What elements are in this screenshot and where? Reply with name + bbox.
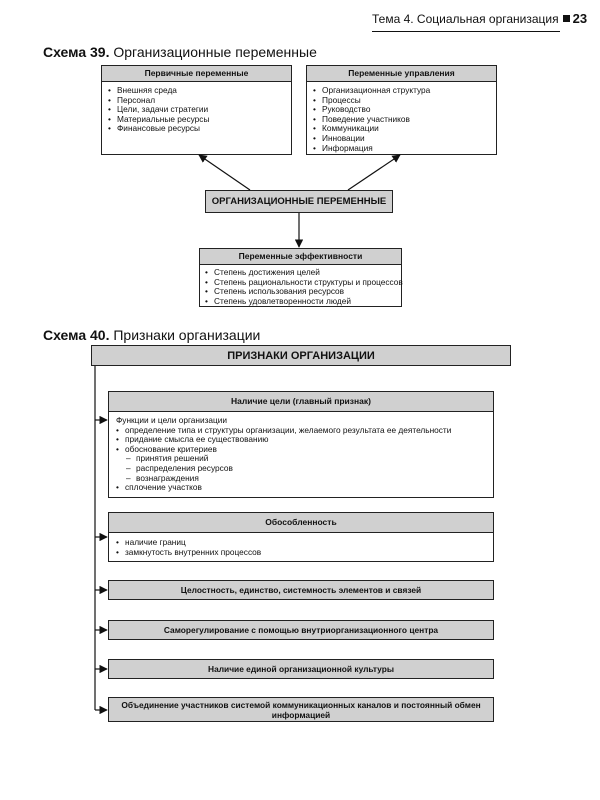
dash-bullet-icon: – (126, 462, 131, 473)
goal-box: Наличие цели (главный признак) Функции и… (108, 391, 494, 498)
list-item: •наличие границ (116, 537, 186, 547)
bullet-icon: • (313, 113, 316, 124)
scheme-39-title: Схема 39. Организационные переменные (43, 44, 317, 60)
bullet-icon: • (313, 132, 316, 143)
page-number: 23 (572, 11, 588, 26)
efficiency-variables-list: •Степень достижения целей•Степень рацион… (200, 265, 403, 306)
bullet-icon: • (116, 443, 119, 454)
communication-bar: Объединение участников системой коммуник… (108, 697, 494, 722)
bullet-icon: • (108, 104, 111, 115)
dash-bullet-icon: – (126, 472, 131, 483)
scheme-40-label: Схема 40. (43, 327, 110, 343)
bullet-icon: • (313, 85, 316, 95)
efficiency-variables-box: Переменные эффективности •Степень достиж… (199, 248, 403, 307)
bullet-icon: • (116, 546, 119, 557)
goal-intro: Функции и цели организации (116, 415, 228, 425)
isolation-box-title: Обособленность (109, 513, 493, 533)
list-item: •придание смысла ее существованию (116, 434, 269, 445)
list-item: •Цели, задачи стратегии (108, 104, 209, 115)
bullet-icon: • (108, 113, 111, 124)
primary-variables-box: Первичные переменные •Внешняя среда•Перс… (101, 65, 292, 155)
list-item: –вознаграждения (126, 472, 199, 483)
list-item: •Процессы (313, 94, 361, 105)
org-variables-center: ОРГАНИЗАЦИОННЫЕ ПЕРЕМЕННЫЕ (205, 190, 393, 213)
list-item: •Внешняя среда (108, 85, 177, 95)
list-item: •Персонал (108, 94, 156, 105)
culture-bar: Наличие единой организационной культуры (108, 659, 494, 679)
list-item: •Степень использования ресурсов (205, 286, 345, 297)
list-item: •Финансовые ресурсы (108, 123, 201, 134)
isolation-box: Обособленность •наличие границ•замкнутос… (108, 512, 494, 562)
list-item: •Материальные ресурсы (108, 113, 210, 124)
list-item: •Степень удовлетворенности людей (205, 295, 351, 306)
bullet-icon: • (205, 267, 208, 277)
bullet-icon: • (313, 142, 316, 153)
isolation-list: •наличие границ•замкнутость внутренних п… (109, 533, 493, 557)
primary-variables-list: •Внешняя среда•Персонал•Цели, задачи стр… (102, 82, 291, 134)
chapter-title: Тема 4. Социальная организация (372, 12, 559, 26)
list-item: •замкнутость внутренних процессов (116, 546, 262, 557)
integrity-bar: Целостность, единство, системность элеме… (108, 580, 494, 600)
list-item: –принятия решений (126, 453, 209, 464)
bullet-icon: • (108, 123, 111, 134)
bullet-icon: • (313, 104, 316, 115)
list-item: •Организационная структура (313, 85, 431, 95)
control-variables-box: Переменные управления •Организационная с… (306, 65, 497, 155)
scheme-40-heading: Признаки организации (113, 327, 261, 343)
list-item: •Информация (313, 142, 373, 153)
list-item: •Руководство (313, 104, 371, 115)
list-item: •Поведение участников (313, 113, 410, 124)
scheme-39-label: Схема 39. (43, 44, 110, 60)
control-variables-title: Переменные управления (307, 66, 496, 82)
bullet-icon: • (205, 286, 208, 297)
goal-box-title: Наличие цели (главный признак) (109, 392, 493, 412)
running-header: Тема 4. Социальная организация 23 (372, 10, 587, 28)
bullet-icon: • (116, 424, 119, 435)
arrow-to-control (347, 154, 401, 191)
list-item: –распределения ресурсов (126, 462, 233, 473)
org-features-banner: ПРИЗНАКИ ОРГАНИЗАЦИИ (91, 345, 511, 366)
square-bullet-icon (562, 15, 570, 22)
primary-variables-title: Первичные переменные (102, 66, 291, 82)
bullet-icon: • (116, 482, 119, 493)
list-item: •Инновации (313, 132, 365, 143)
header-rule (372, 31, 560, 32)
goal-list: Функции и цели организации •определение … (109, 412, 493, 493)
bullet-icon: • (108, 85, 111, 95)
bullet-icon: • (205, 276, 208, 287)
bullet-icon: • (313, 94, 316, 105)
list-item: •Коммуникации (313, 123, 379, 134)
arrow-to-primary (198, 154, 251, 191)
list-item: •Степень достижения целей (205, 267, 320, 277)
bullet-icon: • (205, 295, 208, 306)
list-item: •Степень рациональности структуры и проц… (205, 276, 403, 287)
self-regulation-bar: Саморегулирование с помощью внутриоргани… (108, 620, 494, 640)
dash-bullet-icon: – (126, 453, 131, 464)
efficiency-variables-title: Переменные эффективности (200, 249, 401, 265)
bullet-icon: • (116, 537, 119, 547)
scheme-39-heading: Организационные переменные (113, 44, 317, 60)
bullet-icon: • (108, 94, 111, 105)
bullet-icon: • (313, 123, 316, 134)
control-variables-list: •Организационная структура•Процессы•Руко… (307, 82, 496, 153)
list-item: •определение типа и структуры организаци… (116, 424, 452, 435)
scheme-40-title: Схема 40. Признаки организации (43, 327, 260, 343)
list-item: •обоснование критериев (116, 443, 217, 454)
list-item: •сплочение участков (116, 482, 202, 493)
bullet-icon: • (116, 434, 119, 445)
